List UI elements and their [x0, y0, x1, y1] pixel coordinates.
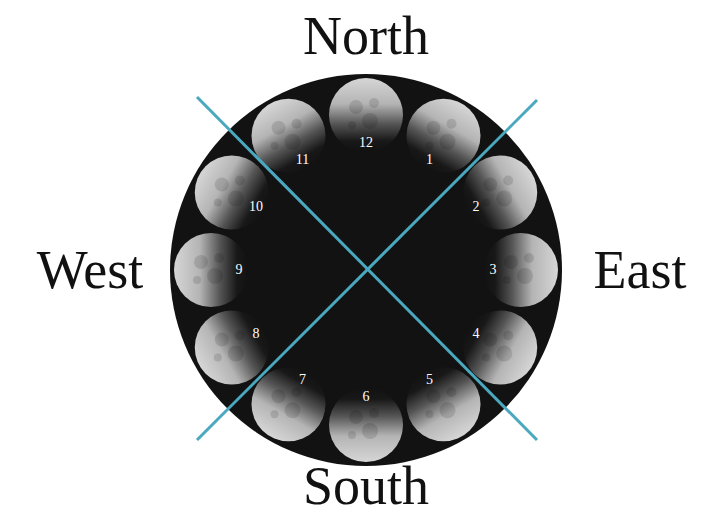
moon-spot [215, 333, 229, 347]
moon-spot [427, 389, 441, 403]
moon-spot [349, 410, 363, 424]
clock-number: 9 [236, 263, 243, 277]
moon-image [484, 233, 558, 307]
moon-spot [483, 333, 497, 347]
moon-image [252, 367, 326, 441]
moon-image [463, 156, 537, 230]
moon-spot [483, 178, 497, 192]
moon-spot [369, 408, 379, 418]
moon-spot [285, 134, 301, 150]
moon-spot [503, 176, 513, 186]
moon-disc [252, 367, 326, 441]
moon-spot [194, 255, 208, 269]
moon-spot [349, 100, 363, 114]
moon-spot [369, 98, 379, 108]
compass-label: South [303, 459, 429, 513]
moon-spot [215, 178, 229, 192]
moon-spot [517, 268, 533, 284]
moon-spot [214, 199, 222, 207]
moon-spot [214, 354, 222, 362]
moon-phases [174, 78, 558, 462]
moon-spot [228, 346, 244, 362]
clock-number: 10 [249, 200, 263, 214]
moon-disc [174, 233, 248, 307]
clock-number: 12 [359, 136, 373, 150]
compass-label: West [37, 243, 144, 297]
moon-disc [329, 78, 403, 152]
moon-spot [440, 402, 456, 418]
moon-disc [195, 156, 269, 230]
moon-spot [440, 134, 456, 150]
moon-disc [407, 367, 481, 441]
clock-number: 8 [253, 327, 260, 341]
moon-disc [484, 233, 558, 307]
moon-spot [426, 142, 434, 150]
moon-image [407, 367, 481, 441]
diagonal-line [197, 97, 537, 440]
moon-spot [504, 255, 518, 269]
clock-number: 11 [296, 153, 309, 167]
moon-spot [228, 191, 244, 207]
moon-image [329, 388, 403, 462]
clock-number: 4 [472, 327, 479, 341]
compass-label: North [303, 9, 429, 63]
moon-spot [285, 402, 301, 418]
moon-spot [426, 410, 434, 418]
moon-spot [207, 268, 223, 284]
diagonal-line [197, 100, 537, 440]
moon-spot [447, 119, 457, 129]
moon-image [195, 156, 269, 230]
moon-spot [496, 346, 512, 362]
clock-number: 1 [426, 153, 433, 167]
moon-spot [214, 253, 224, 263]
moon-spot [447, 387, 457, 397]
moon-spot [503, 331, 513, 341]
clock-number: 7 [299, 373, 306, 387]
moon-spot [348, 431, 356, 439]
moon-spot [362, 423, 378, 439]
moon-image [329, 78, 403, 152]
moon-spot [271, 410, 279, 418]
moon-spot [272, 121, 286, 135]
moon-disc [463, 311, 537, 385]
moon-spot [235, 331, 245, 341]
moon-image [195, 311, 269, 385]
moon-spot [292, 387, 302, 397]
moon-spot [235, 176, 245, 186]
clock-number: 3 [490, 263, 497, 277]
moon-spot [292, 119, 302, 129]
compass-label: East [594, 243, 687, 297]
moon-disc [407, 99, 481, 173]
dark-disk [170, 74, 562, 466]
clock-number: 6 [363, 390, 370, 404]
moon-spot [482, 354, 490, 362]
moon-spot [362, 113, 378, 129]
moon-image [174, 233, 248, 307]
moon-disc [195, 311, 269, 385]
moon-spot [272, 389, 286, 403]
moon-spot [427, 121, 441, 135]
moon-disc [329, 388, 403, 462]
clock-number: 2 [472, 200, 479, 214]
moon-disc [463, 156, 537, 230]
moon-spot [348, 121, 356, 129]
clock-number: 5 [426, 373, 433, 387]
moon-spot [482, 199, 490, 207]
moon-spot [193, 276, 201, 284]
moon-spot [271, 142, 279, 150]
moon-spot [496, 191, 512, 207]
moon-image [463, 311, 537, 385]
moon-spot [524, 253, 534, 263]
moon-spot [503, 276, 511, 284]
moon-image [407, 99, 481, 173]
